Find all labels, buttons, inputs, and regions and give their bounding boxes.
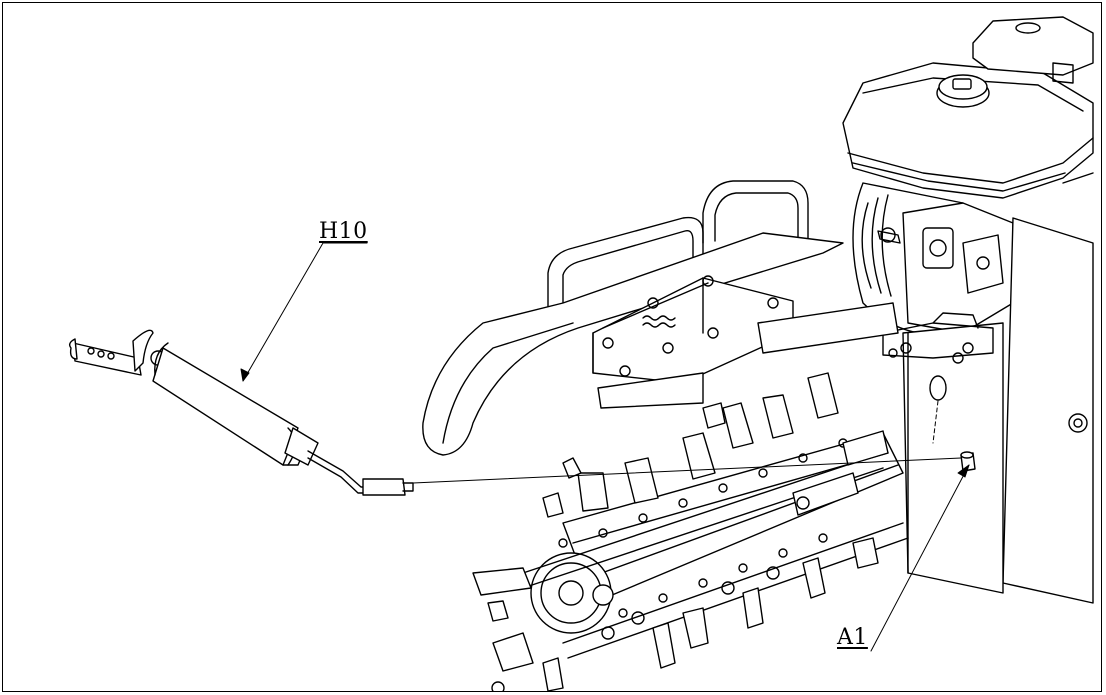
h10-arrowhead	[240, 368, 250, 382]
digging-chain	[472, 372, 909, 691]
h10-leader-line	[242, 242, 324, 382]
leader-lines	[240, 242, 970, 652]
callout-label-a1: A1	[837, 625, 868, 650]
a1-leader-line	[870, 464, 970, 652]
trencher-illustration	[68, 16, 1094, 691]
handlebar	[422, 180, 899, 456]
grease-gun	[68, 329, 414, 496]
callout-label-h10: H10	[319, 219, 368, 244]
connection-line	[412, 457, 962, 484]
a1-arrowhead	[957, 464, 970, 478]
engine	[842, 16, 1094, 604]
gearbox-housing	[882, 312, 1004, 594]
